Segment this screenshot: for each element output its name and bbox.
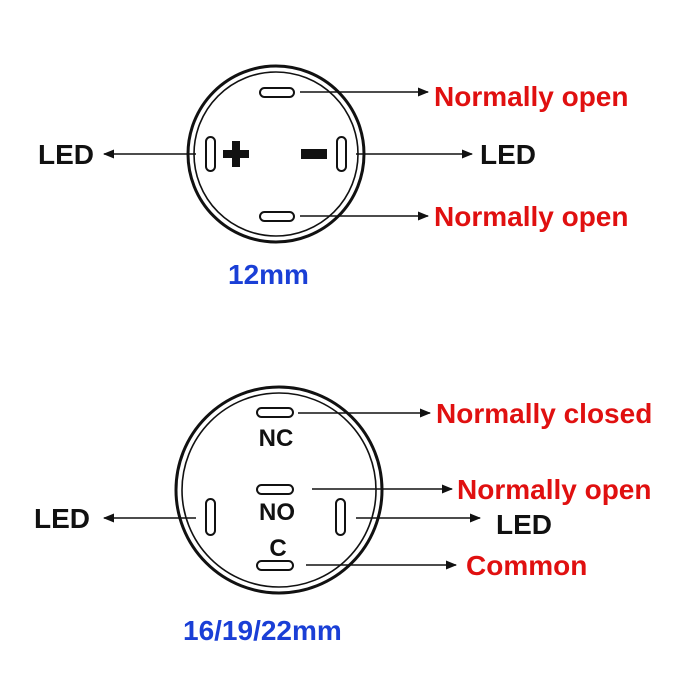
no-pin-text: NO <box>259 499 295 526</box>
bottom-size-label: 16/19/22mm <box>183 615 342 646</box>
plus-symbol-icon <box>223 141 249 167</box>
top-normally-open-upper-label: Normally open <box>434 81 628 112</box>
top-pin-left <box>205 136 216 172</box>
minus-symbol-icon <box>301 149 327 159</box>
nc-pin <box>256 407 294 418</box>
bottom-switch-inner-ring <box>181 392 377 588</box>
bottom-switch-diagram: NC NO C Normally closed Normally open Co… <box>34 385 652 646</box>
top-switch-diagram: Normally open Normally open LED LED 12mm <box>38 64 628 290</box>
no-pin <box>256 484 294 495</box>
top-pin-right <box>336 136 347 172</box>
top-normally-open-lower-label: Normally open <box>434 201 628 232</box>
top-led-left-label: LED <box>38 139 94 170</box>
top-pin-lower <box>259 211 295 222</box>
top-size-label: 12mm <box>228 259 309 290</box>
nc-pin-text: NC <box>259 425 294 452</box>
bottom-switch-outer-ring <box>174 385 384 595</box>
bottom-pin-right <box>335 498 346 536</box>
bottom-led-right-label: LED <box>496 509 552 540</box>
bottom-pin-left <box>205 498 216 536</box>
top-led-right-label: LED <box>480 139 536 170</box>
normally-open-label: Normally open <box>457 474 651 505</box>
top-pin-upper <box>259 87 295 98</box>
c-pin <box>256 560 294 571</box>
c-pin-text: C <box>269 535 286 562</box>
common-label: Common <box>466 550 587 581</box>
normally-closed-label: Normally closed <box>436 398 652 429</box>
bottom-led-left-label: LED <box>34 503 90 534</box>
